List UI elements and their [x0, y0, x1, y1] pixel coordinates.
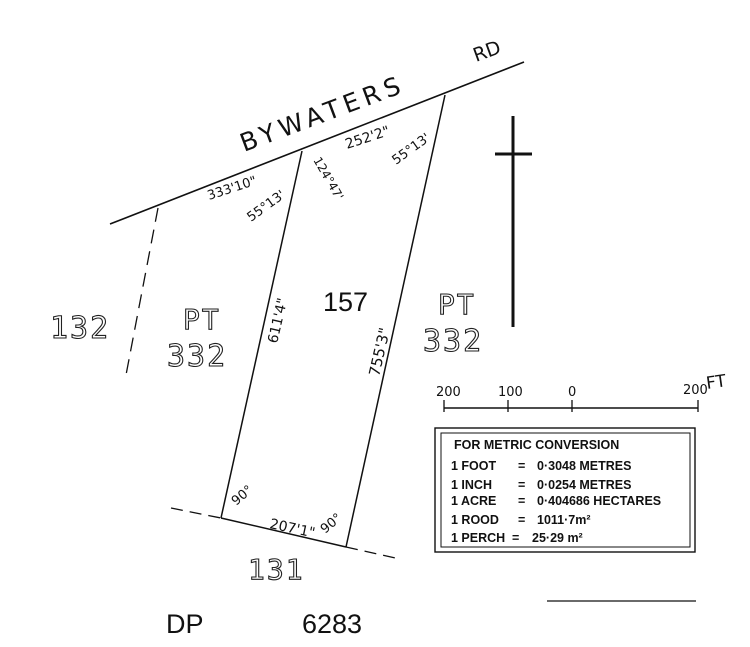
metric-row-unit: 1 ACRE: [451, 494, 496, 508]
metric-row-value: 0·3048 METRES: [537, 459, 631, 473]
metric-row-sep: =: [518, 513, 525, 527]
angle-south-east: 90°: [318, 511, 345, 537]
metric-row-value: 25·29 m²: [532, 531, 583, 545]
road-name: BYWATERS: [236, 70, 409, 158]
south-east-dashed-boundary: [345, 546, 401, 560]
south-west-dashed-boundary: [170, 507, 222, 519]
road-suffix: RD: [470, 37, 504, 67]
west-neighbor-lot: 132: [50, 311, 110, 346]
metric-row-sep: =: [518, 459, 525, 473]
lot-east-boundary: [345, 94, 446, 548]
scale-tick-200-left: 200: [436, 385, 461, 400]
bearing-east: 55°13': [390, 131, 434, 169]
metric-row-sep: =: [518, 478, 525, 492]
metric-row-sep: =: [512, 531, 519, 545]
lot-west-boundary: [220, 150, 303, 519]
angle-south-west: 90°: [229, 483, 256, 509]
bearing-west: 55°13': [245, 188, 289, 226]
metric-row-sep: =: [518, 494, 525, 508]
scale-bar: [443, 400, 699, 412]
east-dimension: 755'3": [365, 326, 394, 378]
scale-tick-0: 0: [568, 385, 576, 400]
north-arrow-icon: [495, 116, 532, 327]
scale-tick-200-right: 200: [683, 383, 708, 398]
metric-conversion-rows: 1 FOOT = 0·3048 METRES 1 INCH = 0·0254 M…: [451, 459, 661, 545]
scale-unit: FT: [705, 371, 728, 394]
metric-conversion-title: FOR METRIC CONVERSION: [454, 438, 619, 452]
plan-number: 6283: [302, 609, 362, 639]
metric-conversion-outer-box: [434, 427, 696, 553]
metric-row-unit: 1 PERCH: [451, 531, 505, 545]
metric-row-unit: 1 INCH: [451, 478, 492, 492]
west-dashed-boundary: [125, 207, 159, 376]
lot-number: 157: [323, 287, 368, 317]
metric-row-unit: 1 ROOD: [451, 513, 499, 527]
road-boundary-line: [109, 61, 525, 225]
left-part-number: 332: [167, 339, 227, 374]
north-dimension: 252'2": [343, 123, 392, 152]
right-part-label: PT: [438, 288, 476, 321]
north-west-dimension: 333'10": [206, 174, 259, 204]
west-dimension: 611'4": [265, 297, 291, 345]
left-part-label: PT: [183, 303, 221, 336]
metric-row-value: 0·0254 METRES: [537, 478, 631, 492]
lot-south-boundary: [220, 517, 347, 548]
right-part-number: 332: [423, 324, 483, 359]
south-dimension: 207'1": [268, 516, 316, 541]
metric-row-unit: 1 FOOT: [451, 459, 497, 473]
road-angle: 124°47': [310, 155, 346, 203]
metric-conversion-inner-box: [440, 432, 691, 548]
metric-row-value: 1011·7m²: [537, 513, 591, 527]
scale-tick-100: 100: [498, 385, 523, 400]
metric-row-value: 0·404686 HECTARES: [537, 494, 661, 508]
south-neighbor-lot: 131: [248, 553, 305, 586]
plan-prefix: DP: [166, 609, 204, 639]
